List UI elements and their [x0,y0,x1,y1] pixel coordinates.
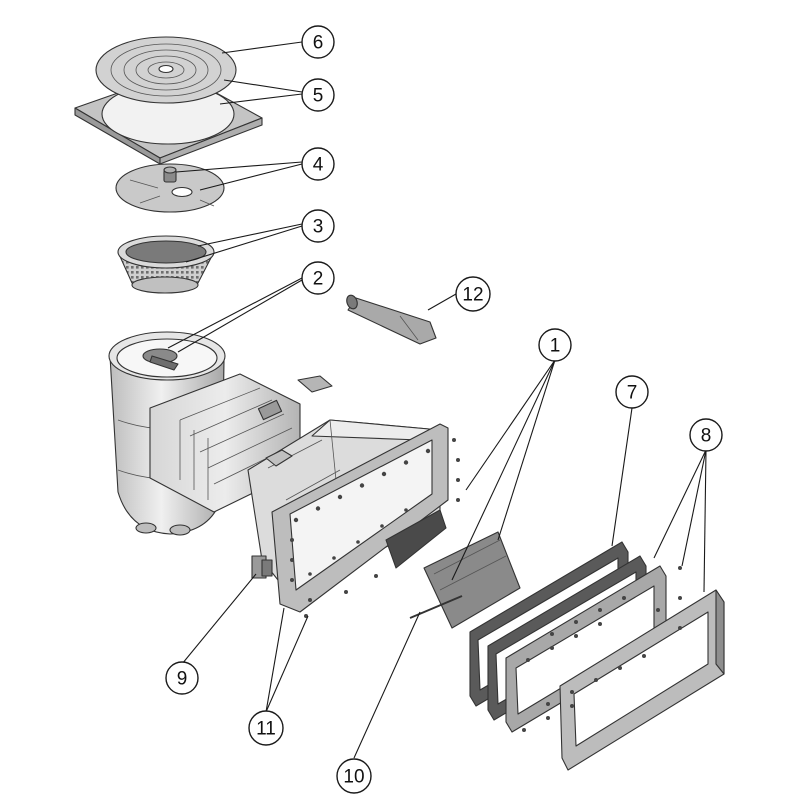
skim-disk-part [115,163,225,213]
leader-lines [167,41,707,759]
callout-8-label: 8 [701,426,712,447]
screw [374,574,378,578]
face-plate-part [559,589,725,771]
screw [308,572,312,576]
screw [332,556,336,560]
screw [678,566,682,570]
callout-5: 5 [301,78,335,112]
callout-10-label: 10 [343,767,364,788]
callout-2: 2 [301,261,335,295]
flange-screws [290,438,460,582]
screw [522,728,526,732]
callout-4: 4 [301,147,335,181]
screw [598,622,602,626]
strainer-basket-part [117,235,215,294]
screw [618,666,622,670]
loose-screws [304,566,682,732]
screw [598,608,602,612]
callout-8: 8 [689,418,723,452]
screw [380,524,384,528]
screw [546,716,550,720]
screw [359,483,365,488]
screw [656,608,660,612]
screw [642,654,646,658]
callout-7-label: 7 [627,383,638,404]
screw [550,632,554,636]
screw [546,702,550,706]
screw [550,646,554,650]
screw [290,578,294,582]
screw [344,590,348,594]
mounting-plate-part [505,565,667,733]
screw [456,458,460,462]
screw [356,540,360,544]
callout-9: 9 [165,661,199,695]
callout-11-label: 11 [256,719,276,740]
screw [594,678,598,682]
skimmer-body-part [108,331,449,613]
callout-12-label: 12 [462,285,483,306]
screw [308,598,312,602]
screw [678,596,682,600]
callout-4-label: 4 [313,155,324,176]
callout-1-label: 1 [550,336,561,357]
callout-7: 7 [615,375,649,409]
skimmer-lid-part [95,36,237,104]
callout-11: 11 [248,710,284,746]
screw [452,438,456,442]
screw [456,478,460,482]
sealant-tube-part [346,294,437,345]
callout-12: 12 [455,276,491,312]
screw [425,448,431,454]
callout-1: 1 [538,328,572,362]
weir-valve-part [142,348,179,371]
callout-10: 10 [336,758,372,794]
screw [404,508,408,512]
screw [381,471,387,477]
callout-3: 3 [301,209,335,243]
screw [290,538,294,542]
callout-3-label: 3 [313,217,324,238]
callout-5-label: 5 [313,86,324,107]
screw [315,506,321,511]
side-clip-part [251,555,273,579]
screw [337,494,343,500]
screw [293,517,299,523]
screw [290,558,294,562]
screw [570,704,574,708]
screw [526,658,530,662]
screw [570,690,574,694]
screw [678,626,682,630]
callout-9-label: 9 [177,669,188,690]
screw [403,460,409,465]
screw [574,620,578,624]
screw [574,634,578,638]
screw [456,498,460,502]
callout-6-label: 6 [313,33,324,54]
callout-2-label: 2 [313,269,324,290]
callout-6: 6 [301,25,335,59]
screw [622,596,626,600]
